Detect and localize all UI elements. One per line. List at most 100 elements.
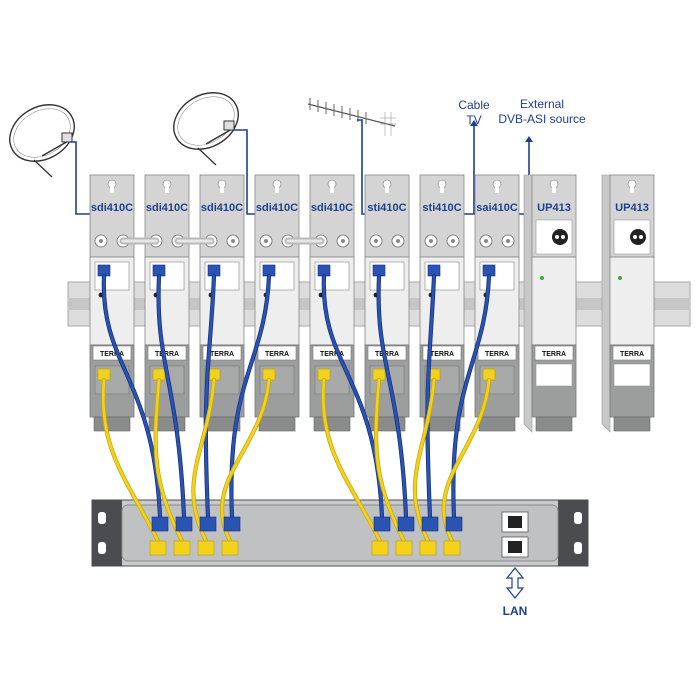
coax-connector-pin [264, 239, 268, 243]
module-label: sti410C [422, 202, 461, 214]
module-foot [613, 416, 651, 432]
coax-connector-pin [484, 239, 488, 243]
brand-label: TERRA [100, 351, 124, 358]
mounting-keyhole-slot [220, 186, 224, 193]
satellite-dish-icon [9, 104, 75, 178]
module-side-plate [601, 174, 611, 433]
module-foot [478, 416, 516, 432]
power-socket-pin [633, 235, 637, 239]
yellow-patch-cable [192, 378, 216, 543]
coax-connector-pin [374, 239, 378, 243]
module-label: sai410C [476, 202, 518, 214]
input-arrow [525, 136, 533, 142]
rj45-port-socket [508, 516, 522, 528]
external-source-label-line1: External [520, 97, 564, 111]
module-label: sdi410C [256, 202, 298, 214]
psu-output-panel [613, 363, 651, 387]
brand-plate [422, 345, 462, 361]
psu-output-panel [535, 363, 573, 387]
bidirectional-arrow-icon [505, 567, 525, 599]
module-foot [93, 416, 131, 432]
switch-port-yellow [395, 540, 413, 556]
rack-hole [98, 512, 106, 524]
switch-port-blue [373, 516, 391, 532]
mounting-keyhole-slot [330, 186, 334, 193]
power-socket [630, 229, 646, 245]
module-foot [423, 416, 461, 432]
brand-label: TERRA [620, 351, 644, 358]
satellite-dish-icon [173, 92, 239, 166]
blue-patch-cable [426, 274, 436, 519]
switch-port-yellow [371, 540, 389, 556]
coax-connector-pin [506, 239, 510, 243]
coax-connector-pin [99, 239, 103, 243]
switch-port-yellow [173, 540, 191, 556]
blue-patch-cable [102, 274, 162, 519]
brand-label: TERRA [210, 351, 234, 358]
module-foot [313, 416, 351, 432]
switch-port-yellow [221, 540, 239, 556]
rack-hole [98, 542, 106, 554]
switch-port-yellow [197, 540, 215, 556]
module-middle-section [609, 256, 655, 346]
brand-plate [257, 345, 297, 361]
mounting-keyhole-slot [165, 186, 169, 193]
module-foot [258, 416, 296, 432]
rack-hole [574, 542, 582, 554]
coax-connector-pin [451, 239, 455, 243]
brand-plate [534, 345, 574, 361]
blue-patch-cable [377, 274, 408, 519]
switch-ports [149, 516, 463, 556]
brand-label: TERRA [375, 351, 399, 358]
yellow-patch-cable [101, 378, 160, 543]
module-side-plate [523, 174, 533, 433]
switch-port-blue [445, 516, 463, 532]
module-foot [535, 416, 573, 432]
brand-plate [92, 345, 132, 361]
module-qam: sti410C TERRA [364, 174, 410, 432]
brand-label: TERRA [320, 351, 344, 358]
power-socket [552, 229, 568, 245]
brand-plate [202, 345, 242, 361]
module-label: sti410C [367, 202, 406, 214]
mounting-keyhole-slot [495, 186, 499, 193]
rack-ear-right [558, 500, 588, 566]
brand-plate [477, 345, 517, 361]
rack-hole [574, 512, 582, 524]
lan-label: LAN [503, 604, 528, 618]
module-label: UP413 [615, 202, 649, 214]
blue-patch-cable [157, 274, 186, 519]
switch-port-yellow [149, 540, 167, 556]
yellow-patch-cable [413, 378, 436, 543]
power-led [618, 276, 622, 280]
switch-port-blue [175, 516, 193, 532]
brand-label: TERRA [265, 351, 289, 358]
rack-ear-left [92, 500, 122, 566]
yellow-patch-cable [442, 378, 491, 543]
cable-tv-label-line2: TV [466, 113, 481, 127]
power-led [540, 276, 544, 280]
brand-label: TERRA [430, 351, 454, 358]
brand-plate [612, 345, 652, 361]
mounting-keyhole-slot [552, 186, 556, 193]
mounting-keyhole-slot [275, 186, 279, 193]
switch-port-yellow [443, 540, 461, 556]
mounting-keyhole-slot [440, 186, 444, 193]
mounting-keyhole-slot [110, 186, 114, 193]
module-qam: sdi410C TERRA [254, 174, 300, 432]
input-arrow [470, 120, 478, 126]
yellow-patch-cable [321, 378, 382, 543]
yellow-patch-cable [220, 378, 271, 543]
coax-connector-pin [341, 239, 345, 243]
switch-port-blue [151, 516, 169, 532]
blue-patch-cable [204, 274, 216, 519]
power-socket-pin [561, 235, 565, 239]
module-label: sdi410C [311, 202, 353, 214]
